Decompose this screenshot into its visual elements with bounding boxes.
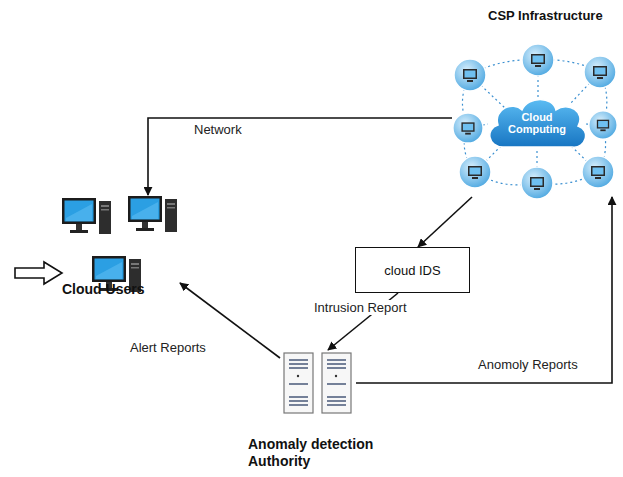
pointer-arrow xyxy=(15,262,62,284)
device-icons xyxy=(453,44,617,199)
group-label: Cloud Users xyxy=(62,281,144,297)
box-label: cloud IDS xyxy=(384,263,440,278)
user-group: Cloud Users xyxy=(58,195,180,303)
server-icons xyxy=(284,353,351,413)
cloud-shape: Cloud Computing xyxy=(485,95,589,151)
group-label: Anomaly detection Authority xyxy=(248,436,408,470)
edge-label: Alert Reports xyxy=(128,340,208,355)
cloud-label: Cloud Computing xyxy=(504,111,570,135)
process-box: cloud IDS xyxy=(355,247,470,293)
edge-label: Intrusion Report xyxy=(312,300,409,315)
computer-icons xyxy=(62,196,177,292)
edge-label: Anomoly Reports xyxy=(476,357,580,372)
connector-arrow xyxy=(356,197,612,383)
server-group: Anomaly detection Authority xyxy=(280,350,356,416)
csp-region: CSP InfrastructureCloud Computing xyxy=(452,42,620,197)
edge-label: Network xyxy=(192,122,244,137)
region-heading: CSP Infrastructure xyxy=(488,8,603,23)
connector-arrow xyxy=(148,118,452,195)
connector-arrow xyxy=(418,197,472,247)
